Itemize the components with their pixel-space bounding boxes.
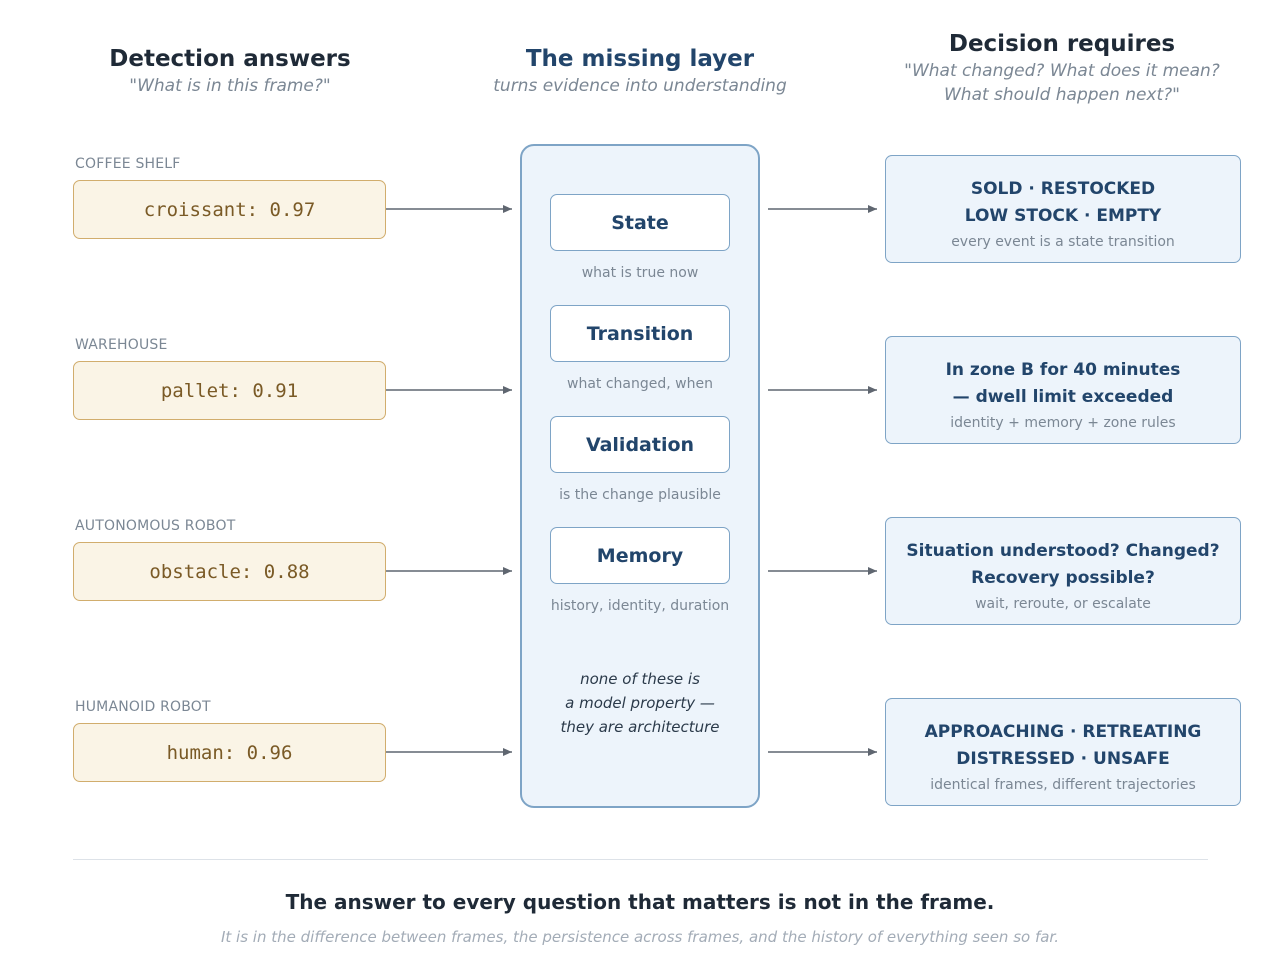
footer-subtitle: It is in the difference between frames, … [220,928,1059,946]
layer-step-memory: Memory [550,527,730,584]
decision-note: wait, reroute, or escalate [975,596,1151,612]
decision-title-text: In zone B for 40 minutes — dwell limit e… [886,357,1240,411]
decision-note: every event is a state transition [951,234,1175,250]
layer-note-line: a model property — [565,694,715,712]
decision-box: In zone B for 40 minutes — dwell limit e… [885,336,1241,444]
detection-box: obstacle: 0.88 [73,542,386,601]
detection-subtitle: "What is in this frame?" [129,76,331,96]
decision-title-text: Situation understood? Changed? Recovery … [886,538,1240,592]
detection-header: Detection answers "What is in this frame… [60,44,400,98]
decision-title: Decision requires [948,31,1176,57]
layer-step-note: what is true now [581,265,699,281]
decision-line: APPROACHING · RETREATING [924,722,1202,742]
decision-line: LOW STOCK · EMPTY [964,206,1162,226]
detection-category: HUMANOID ROBOT [75,699,211,715]
layer-step-validation: Validation [550,416,730,473]
decision-title-text: SOLD · RESTOCKED LOW STOCK · EMPTY [886,176,1240,230]
layer-header: The missing layer turns evidence into un… [440,44,840,98]
detection-category: AUTONOMOUS ROBOT [75,518,236,534]
layer-step-note: what changed, when [567,376,713,392]
decision-line: — dwell limit exceeded [952,387,1174,407]
decision-header: Decision requires "What changed? What do… [872,29,1252,107]
layer-note-line: they are architecture [560,718,720,736]
layer-note: none of these is a model property — they… [520,667,760,739]
decision-subtitle-line: "What changed? What does it mean? [904,61,1220,81]
footer-divider [73,859,1208,860]
layer-subtitle: turns evidence into understanding [493,76,787,96]
detection-box: human: 0.96 [73,723,386,782]
decision-title-text: APPROACHING · RETREATING DISTRESSED · UN… [886,719,1240,773]
decision-line: Recovery possible? [971,568,1155,588]
footer-title: The answer to every question that matter… [285,890,995,914]
decision-box: APPROACHING · RETREATING DISTRESSED · UN… [885,698,1241,806]
layer-step-state: State [550,194,730,251]
detection-box: croissant: 0.97 [73,180,386,239]
layer-note-line: none of these is [580,670,700,688]
decision-note: identity + memory + zone rules [950,415,1176,431]
decision-line: Situation understood? Changed? [906,541,1220,561]
detection-title: Detection answers [109,46,351,72]
missing-layer-panel [520,144,760,808]
layer-step-note: history, identity, duration [550,598,730,614]
layer-step-note: is the change plausible [559,487,721,503]
layer-step-transition: Transition [550,305,730,362]
decision-line: SOLD · RESTOCKED [970,179,1156,199]
decision-note: identical frames, different trajectories [930,777,1196,793]
detection-category: COFFEE SHELF [75,156,181,172]
decision-line: In zone B for 40 minutes [945,360,1181,380]
detection-box: pallet: 0.91 [73,361,386,420]
decision-box: Situation understood? Changed? Recovery … [885,517,1241,625]
detection-category: WAREHOUSE [75,337,168,353]
decision-line: DISTRESSED · UNSAFE [956,749,1170,769]
layer-title: The missing layer [525,46,755,72]
decision-box: SOLD · RESTOCKED LOW STOCK · EMPTY every… [885,155,1241,263]
decision-subtitle-line: What should happen next?" [943,85,1180,105]
